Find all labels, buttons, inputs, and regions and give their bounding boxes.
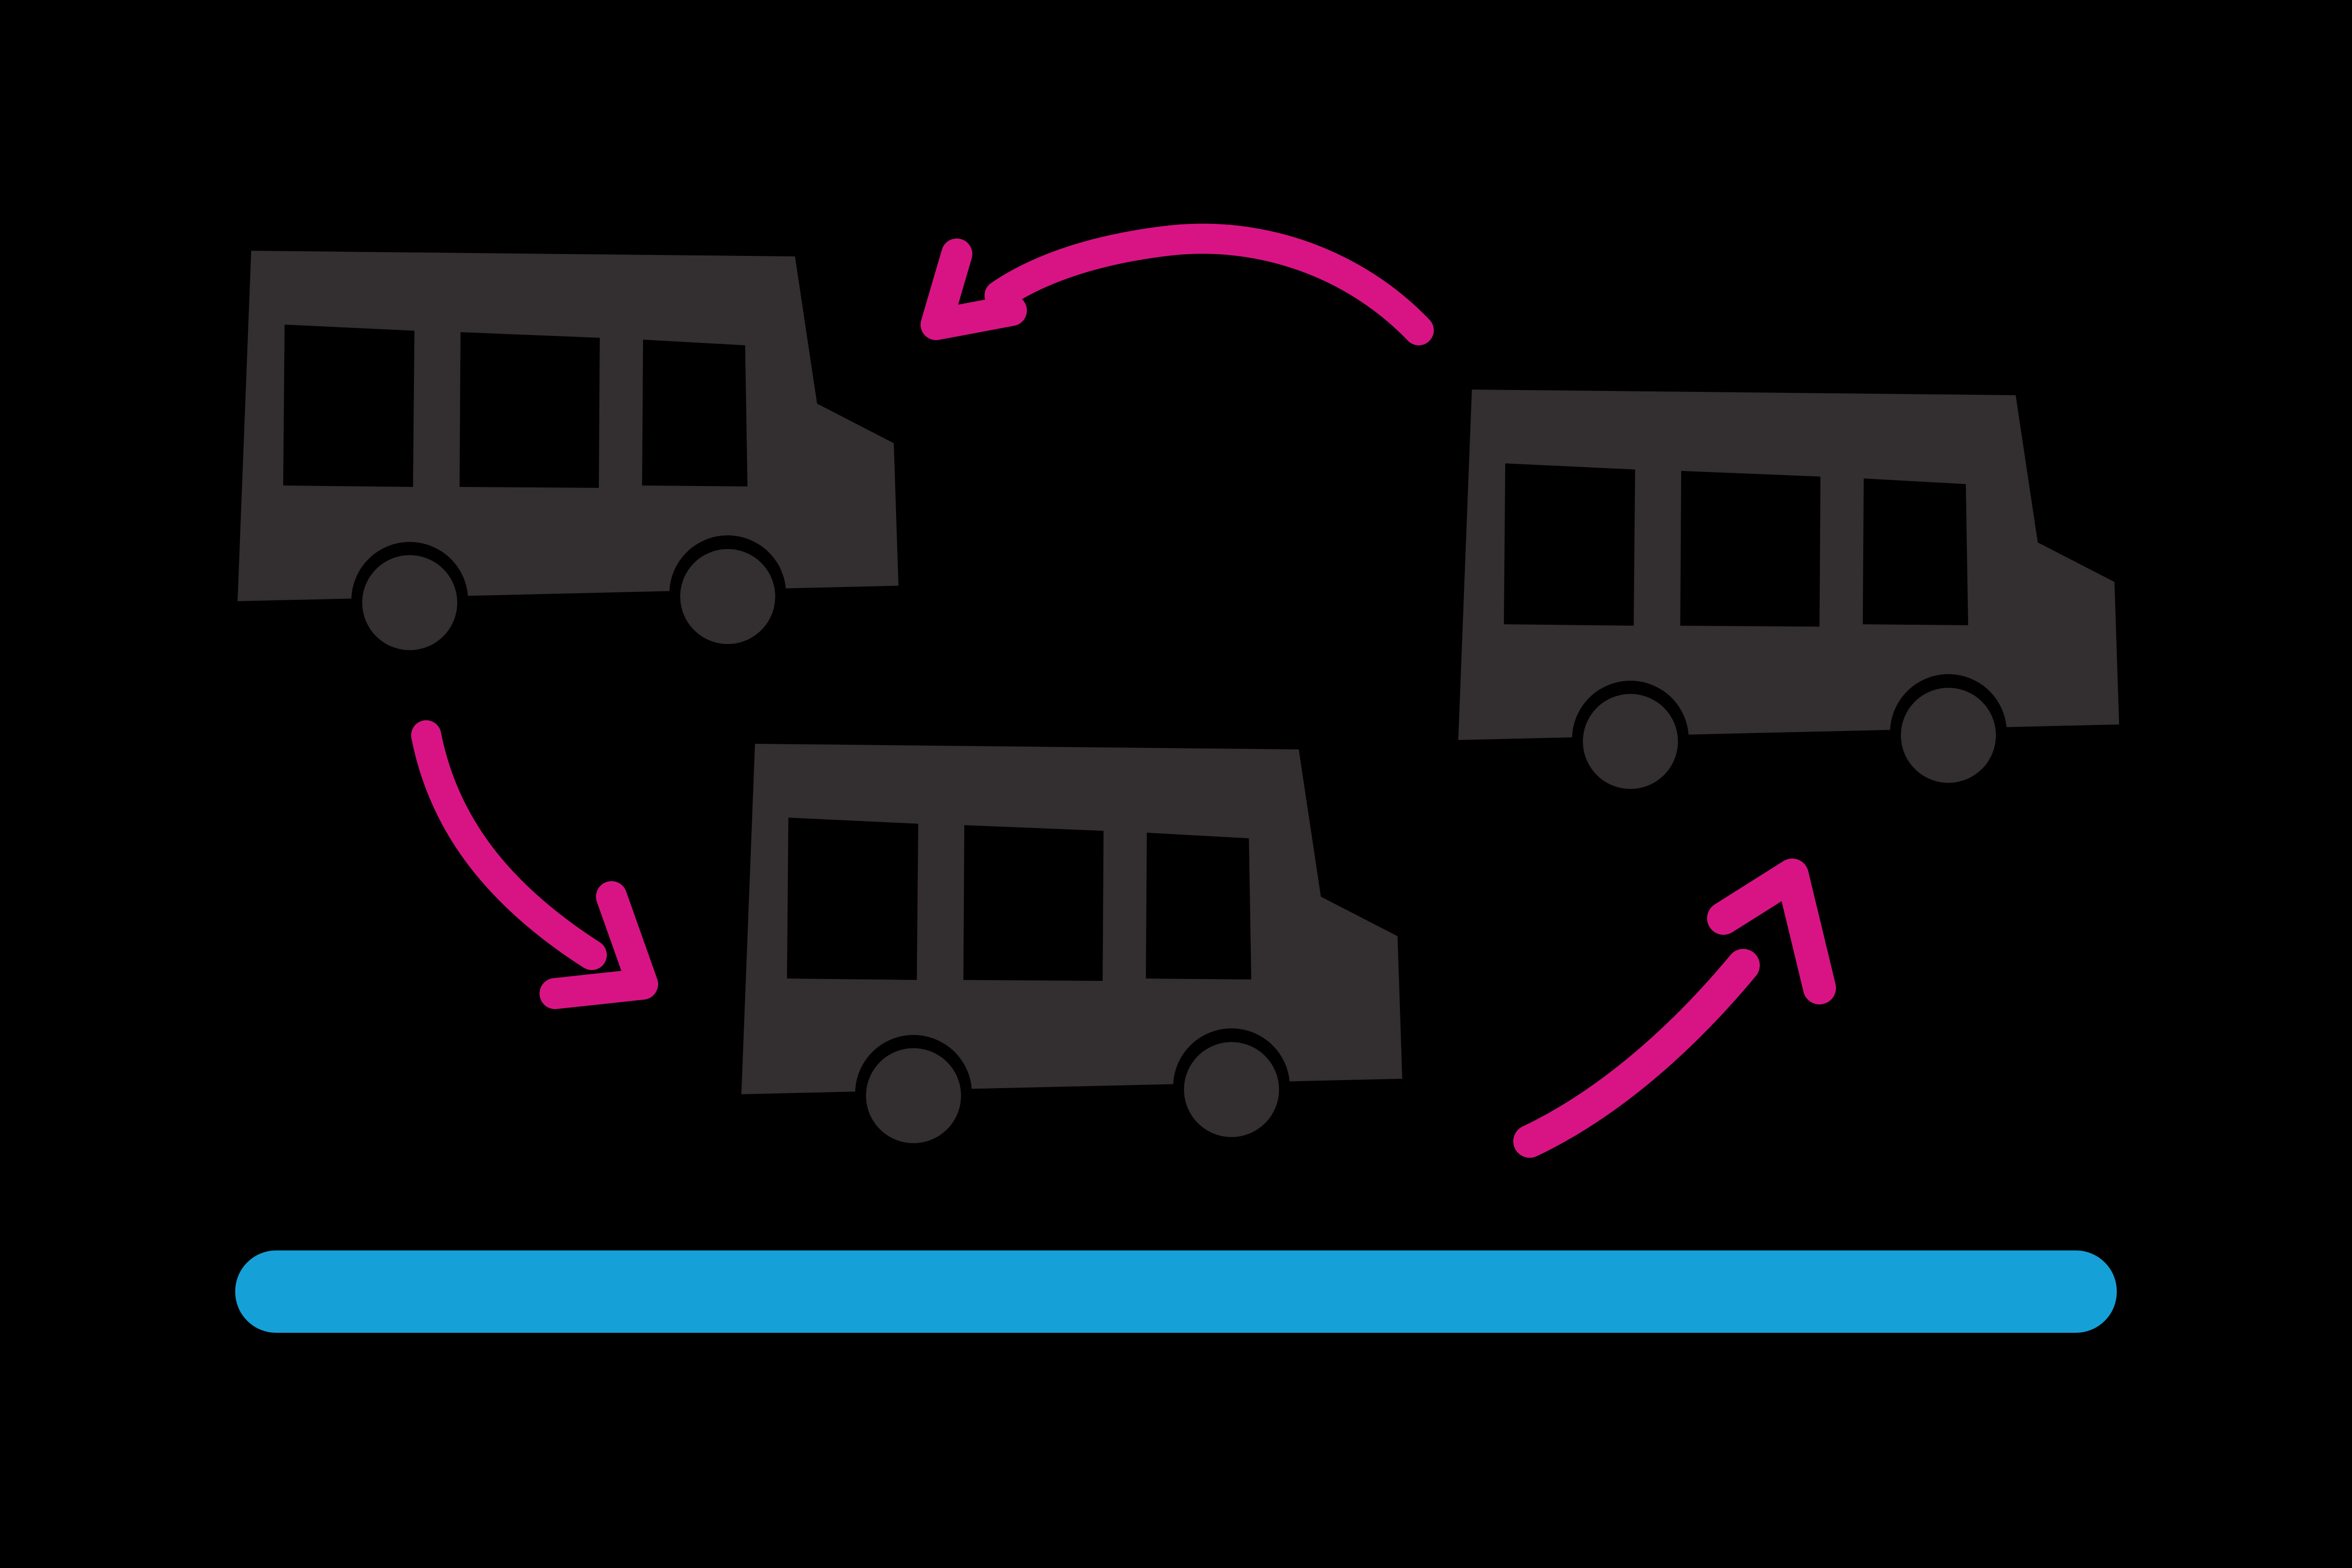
arrow-right-shaft	[1513, 949, 1760, 1158]
arrow-top-shaft	[985, 223, 1434, 345]
arrow-left-icon	[411, 720, 658, 1009]
arrow-right-icon	[1513, 859, 1836, 1158]
arrow-left-shaft	[411, 720, 607, 970]
arrow-left-head	[540, 881, 658, 1009]
ground-bar	[235, 1250, 2117, 1333]
arrow-top-icon	[921, 223, 1434, 345]
van-right	[1458, 390, 2119, 797]
van-middle	[741, 744, 1402, 1152]
arrow-right-head	[1707, 859, 1836, 1004]
van-top-left	[238, 251, 898, 659]
arrow-top-head	[921, 239, 1027, 340]
